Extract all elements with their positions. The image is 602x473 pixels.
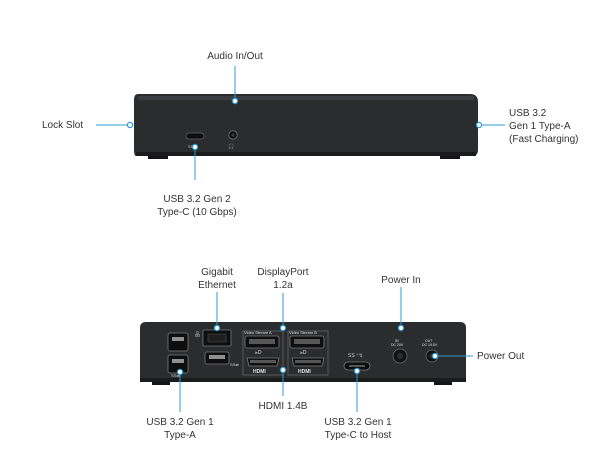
power-in-marking: IN (395, 339, 399, 343)
lock-slot-label: Lock Slot (42, 119, 83, 132)
svg-text:SS⇄: SS⇄ (230, 362, 239, 367)
video-stream-a-marking: Video Stream A (244, 330, 272, 335)
svg-text:⫸D: ⫸D (255, 350, 262, 356)
svg-text:品: 品 (195, 332, 200, 338)
top-callouts (96, 66, 505, 180)
svg-text:SS ⁺↯: SS ⁺↯ (348, 353, 363, 359)
usb-c-host-line2: Type-C to Host (324, 430, 392, 441)
lock-slot-label-text: Lock Slot (42, 120, 84, 131)
power-out-voltage: DC 19.5V (422, 343, 438, 347)
usb-c-host-port: SS ⁺↯ (343, 353, 371, 371)
usb-a-gen1-line2: Type-A (164, 430, 196, 441)
video-stream-b-ports: ⫸D (289, 335, 325, 367)
rear-panel-markings: Video Stream A Video Stream B HDMI HDMI … (244, 330, 438, 375)
bottom-callouts (179, 287, 473, 412)
usb-c-gen2-label: USB 3.2 Gen 2 Type-C (10 Gbps) (157, 193, 236, 219)
power-in-label: Power In (381, 274, 420, 287)
audio-in-out-label: Audio In/Out (207, 50, 263, 63)
hdmi-logo-b: HDMI (298, 369, 311, 375)
svg-text:⫸D: ⫸D (300, 350, 307, 356)
hdmi-label-text: HDMI 1.4B (258, 401, 308, 412)
usb-c-gen2-line2: Type-C (10 Gbps) (157, 207, 237, 218)
power-out-marking: OUT (425, 339, 433, 343)
ethernet-line1: Gigabit (201, 267, 233, 278)
svg-text:SS⇄: SS⇄ (171, 373, 180, 378)
ethernet-label: Gigabit Ethernet (198, 266, 236, 292)
top-callout-dots (126, 97, 483, 151)
video-stream-b-marking: Video Stream B (289, 330, 317, 335)
usb-a-gen1-label: USB 3.2 Gen 1 Type-A (146, 416, 213, 442)
audio-label-text: Audio In/Out (207, 51, 263, 62)
dock-front-view: SS⁺ 🎧 (134, 94, 478, 159)
hdmi-logo-a: HDMI (253, 369, 266, 375)
displayport-line1: DisplayPort (257, 267, 309, 278)
usb-a-fast-line2: Gen 1 Type-A (509, 121, 571, 132)
usb-a-fast-line3: (Fast Charging) (509, 134, 579, 145)
usb-a-fast-line1: USB 3.2 (509, 108, 547, 119)
power-in-label-text: Power In (381, 275, 421, 286)
power-out-label-text: Power Out (477, 351, 525, 362)
usb-c-gen2-line1: USB 3.2 Gen 2 (163, 194, 231, 205)
power-out-label: Power Out (477, 350, 524, 363)
usb-a-ports-left: SS⇄ (167, 332, 189, 378)
dock-rear-view: SS⇄ 品 SS⇄ ⫸D ⫸D (140, 322, 466, 385)
video-stream-a-ports: ⫸D (244, 335, 280, 367)
svg-text:SS⁺: SS⁺ (188, 144, 195, 149)
usb-c-host-label: USB 3.2 Gen 1 Type-C to Host (324, 416, 391, 442)
displayport-label: DisplayPort 1.2a (257, 266, 308, 292)
ethernet-line2: Ethernet (198, 280, 236, 291)
power-in-voltage: DC 20V (391, 343, 404, 347)
usb-a-gen1-line1: USB 3.2 Gen 1 (146, 417, 214, 428)
usb-a-fast-charging-label: USB 3.2 Gen 1 Type-A (Fast Charging) (509, 107, 578, 146)
usb-c-port-front (185, 132, 205, 140)
usb-c-host-line1: USB 3.2 Gen 1 (324, 417, 392, 428)
usb-a-port-middle: SS⇄ (204, 351, 239, 367)
power-in-port (392, 348, 408, 364)
svg-text:🎧: 🎧 (228, 143, 234, 150)
bottom-callout-dots (176, 324, 439, 376)
displayport-line2: 1.2a (273, 280, 293, 291)
hdmi-label: HDMI 1.4B (259, 400, 308, 413)
ethernet-port: 品 (195, 329, 232, 347)
